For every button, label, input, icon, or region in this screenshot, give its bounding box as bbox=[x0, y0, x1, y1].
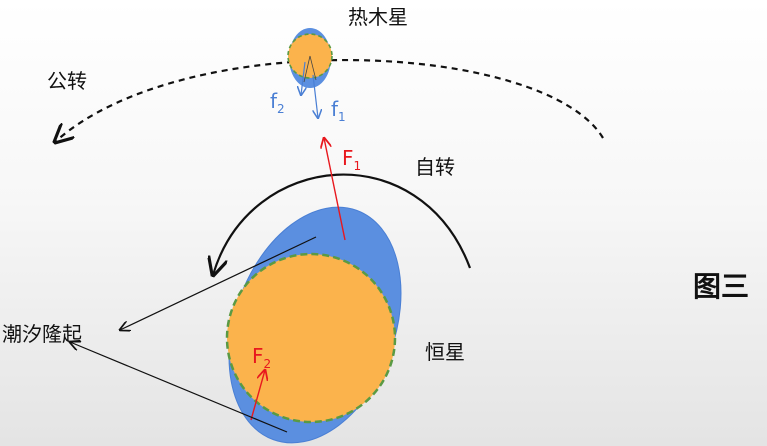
hot-jupiter-line-1 bbox=[303, 55, 311, 83]
hot-jupiter-line-2 bbox=[309, 55, 317, 81]
orbit-label: 公转 bbox=[47, 69, 87, 93]
force-F1-label: F1 bbox=[342, 146, 361, 173]
force-f2-arrow bbox=[301, 61, 305, 95]
force-f1-arrow bbox=[313, 74, 318, 118]
force-F2-label: F2 bbox=[252, 344, 271, 371]
tidal-bulge-label: 潮汐隆起 bbox=[2, 322, 82, 346]
tidal-bulge-pointer-top bbox=[120, 236, 317, 330]
rotation-label: 自转 bbox=[415, 155, 455, 179]
star-body bbox=[225, 252, 397, 424]
hot-jupiter-label: 热木星 bbox=[348, 5, 408, 29]
force-f2-label: f2 bbox=[270, 89, 285, 116]
rotation-arc bbox=[213, 173, 472, 275]
figure-label: 图三 bbox=[693, 270, 749, 303]
force-F2-arrow bbox=[250, 370, 265, 421]
orbit-arc bbox=[55, 59, 604, 142]
force-F1-arrow bbox=[324, 138, 346, 241]
star-label: 恒星 bbox=[425, 340, 465, 364]
force-f1-label: f1 bbox=[331, 97, 346, 124]
tidal-bulge-pointer-bottom bbox=[70, 342, 288, 433]
